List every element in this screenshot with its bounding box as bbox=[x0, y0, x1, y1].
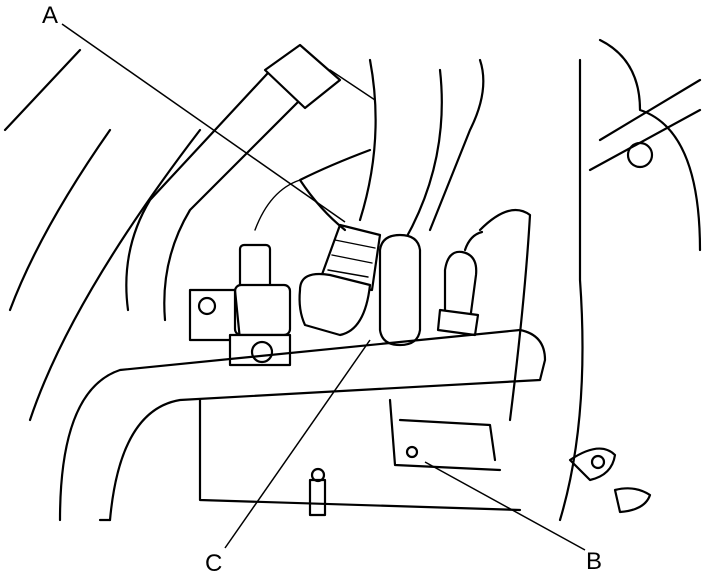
leader-c bbox=[224, 339, 371, 549]
left-body-edges bbox=[3, 48, 202, 422]
hose-c-connector bbox=[378, 233, 422, 347]
callout-label-c: C bbox=[205, 550, 223, 577]
callout-label-b: B bbox=[586, 548, 603, 575]
lower-housing bbox=[198, 398, 522, 517]
right-sensor bbox=[428, 58, 532, 422]
crossmember-pipe bbox=[58, 328, 547, 522]
leader-b bbox=[424, 461, 586, 551]
vertical-hose bbox=[358, 58, 443, 347]
sensor-connector bbox=[188, 243, 292, 367]
leader-a bbox=[61, 23, 346, 223]
right-body bbox=[558, 38, 702, 522]
oxygen-sensor-a bbox=[254, 148, 382, 337]
callout-label-a: A bbox=[42, 2, 59, 29]
upper-left-hose bbox=[125, 43, 376, 322]
callout-leaders bbox=[61, 23, 586, 551]
